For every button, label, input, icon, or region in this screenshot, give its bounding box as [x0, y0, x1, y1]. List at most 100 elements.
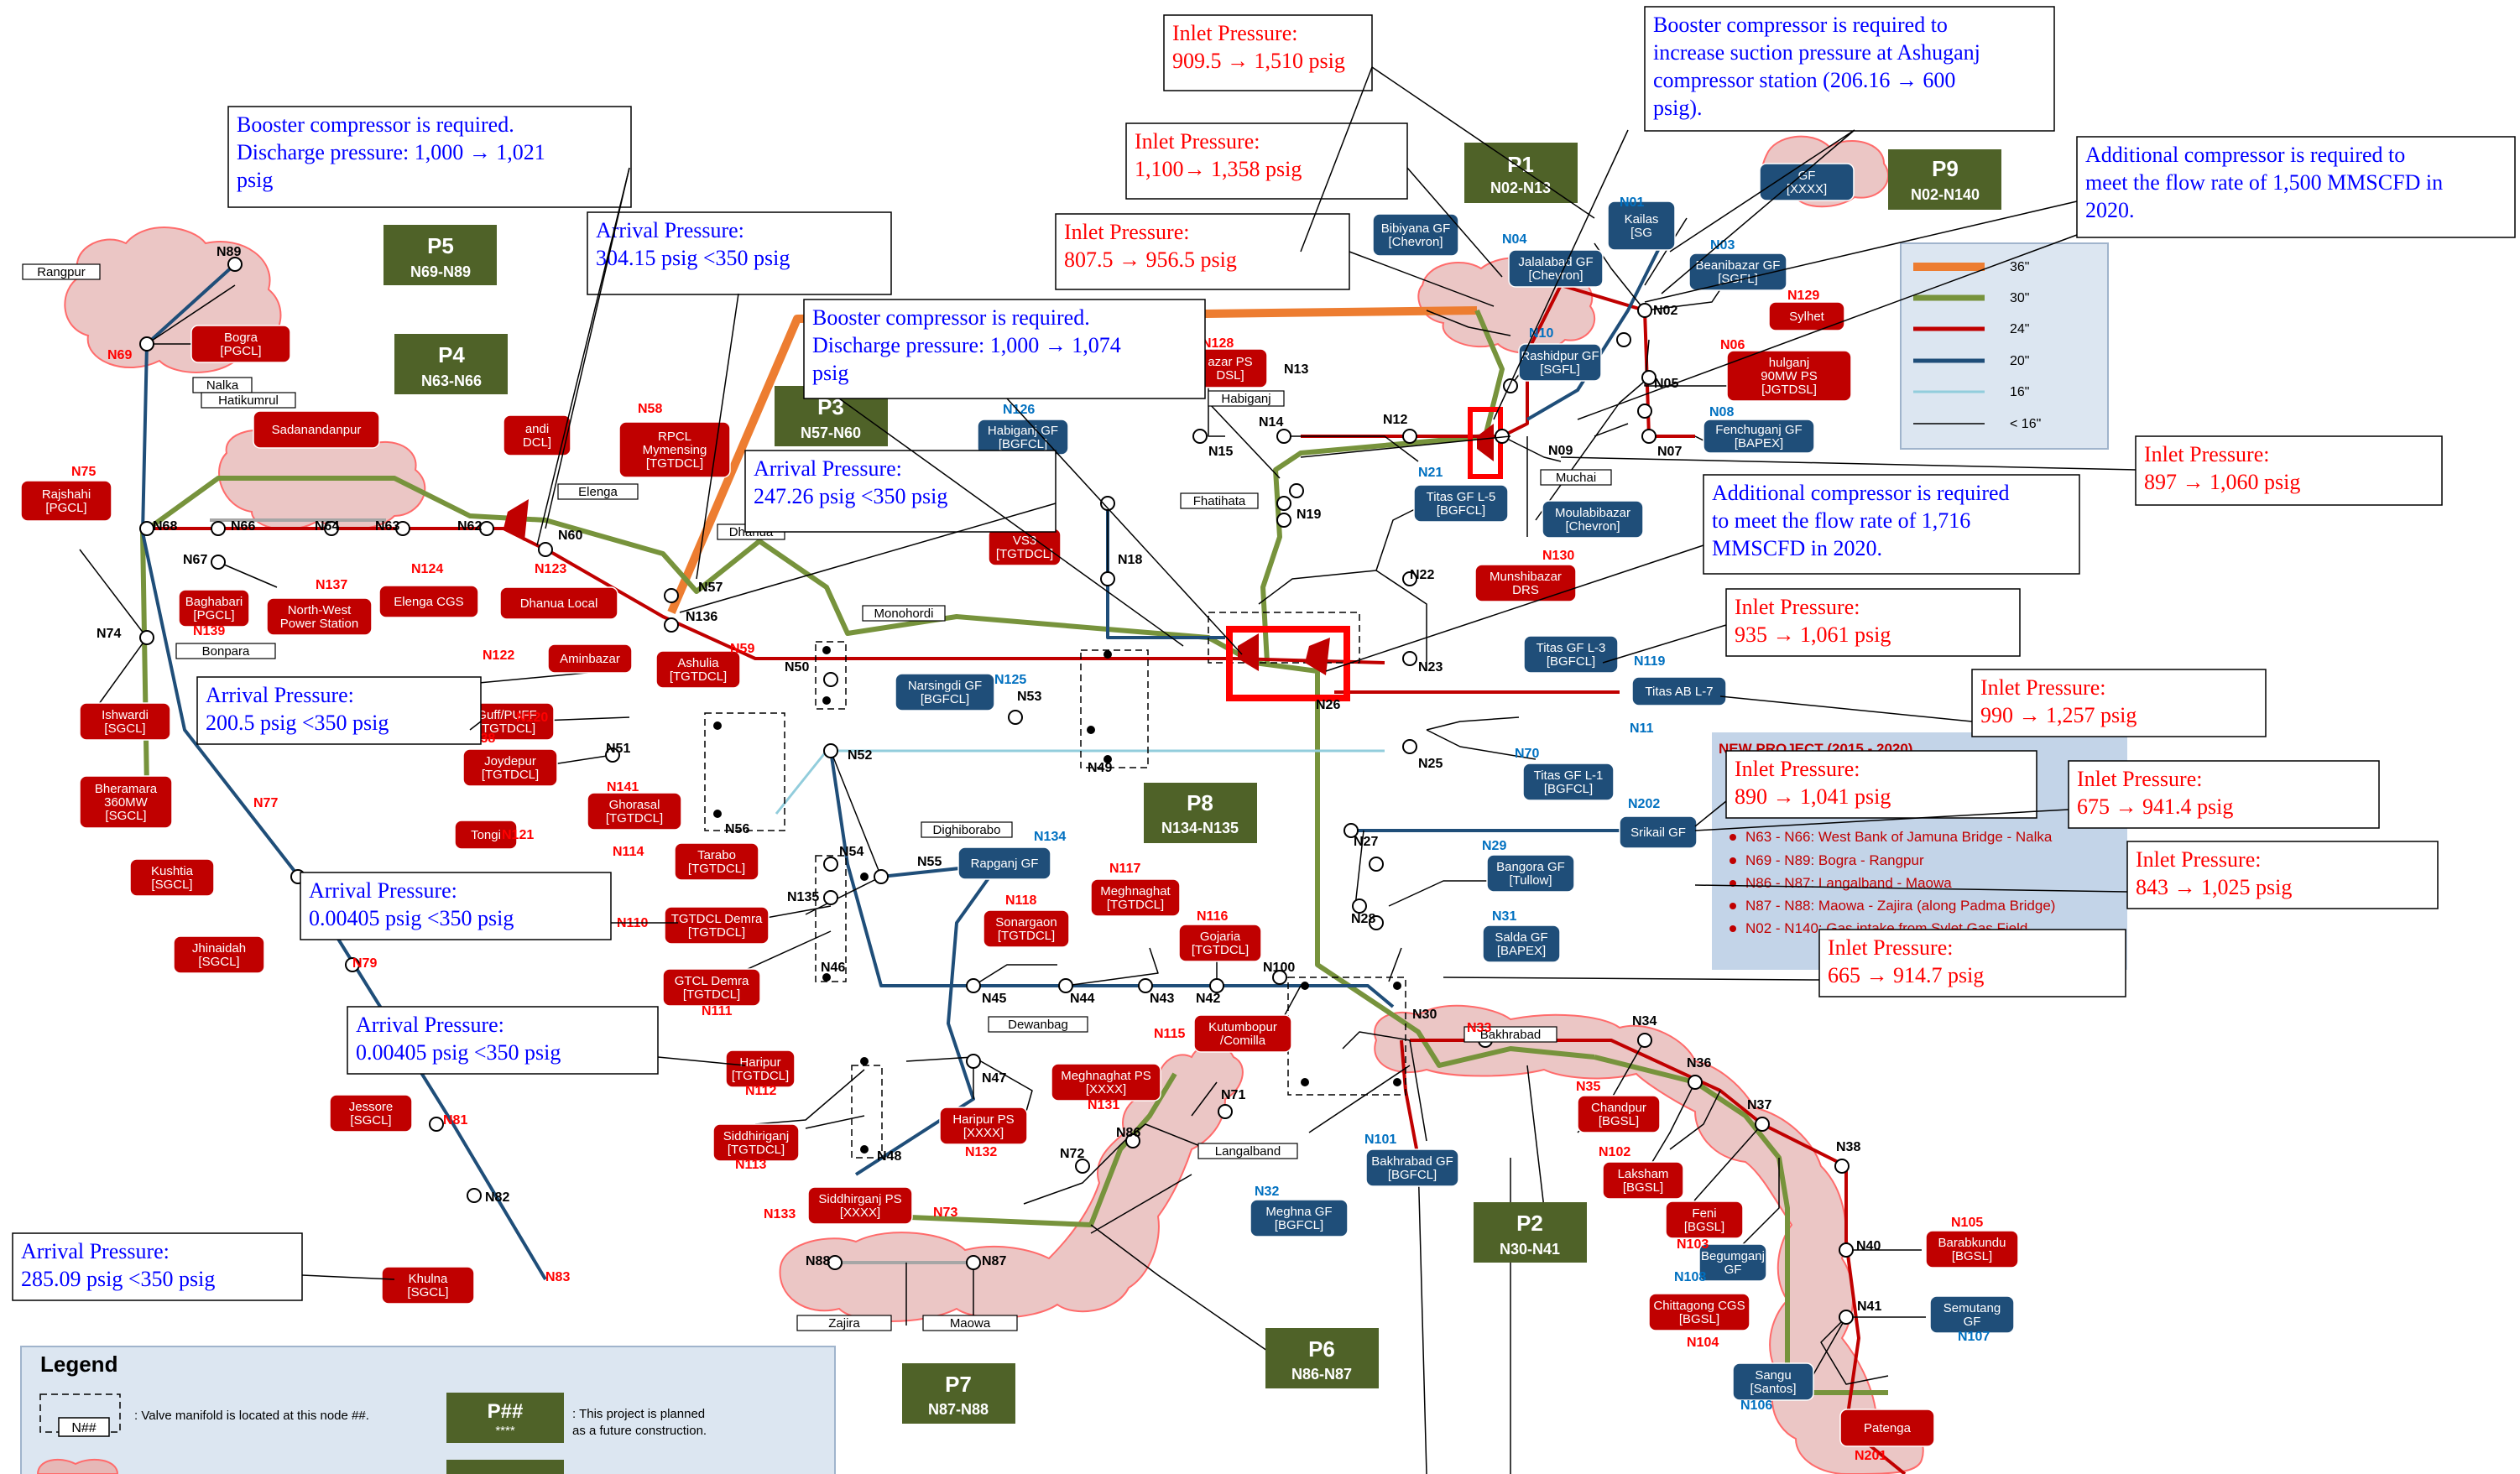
callout-line: Discharge pressure: 1,000 → 1,021	[237, 140, 545, 164]
facility-label: Chittagong CGS	[1653, 1299, 1745, 1313]
callout-line: 200.5 psig <350 psig	[206, 711, 389, 735]
facility-label: Chandpur	[1591, 1101, 1646, 1115]
node-label: N112	[745, 1084, 776, 1098]
facility-box: Habiganj GF[BGFCL]	[977, 419, 1069, 456]
project-id: P1	[1507, 152, 1534, 177]
place-label: Rangpur	[22, 263, 101, 280]
facility-label: RPCL	[658, 430, 691, 444]
callout-line: Inlet Pressure:	[2136, 847, 2261, 872]
facility-label: [BGFCL]	[1388, 1168, 1437, 1182]
facility-label: [TGTDCL]	[482, 768, 539, 782]
place-labels: RangpurNalkaHatikumrulElengaDhanuaBonpar…	[22, 263, 1612, 1331]
callout-box: Inlet Pressure:807.5 → 956.5 psig	[1055, 213, 1350, 290]
facility-label: [JGTDSL]	[1761, 383, 1817, 397]
callout-line: Arrival Pressure:	[596, 218, 744, 242]
new-project-item: N63 - N66: West Bank of Jamuna Bridge - …	[1745, 829, 2053, 845]
facility-label: Meghna GF	[1265, 1205, 1332, 1219]
facility-box: Titas GF L-3[BGFCL]	[1523, 635, 1619, 674]
facility-label: [XXXX]	[1086, 1082, 1126, 1096]
facility-label: [TGTDCL]	[996, 547, 1053, 561]
facility-label: Rashidpur GF	[1521, 349, 1599, 363]
node-label: N21	[1418, 466, 1443, 480]
node-label: N117	[1109, 862, 1140, 876]
project-id: P9	[1932, 156, 1959, 181]
facility-label: Siddhirganj PS	[818, 1192, 901, 1206]
node-label: N63	[375, 519, 399, 534]
node-label: N32	[1255, 1185, 1279, 1199]
svg-text:Hatikumrul: Hatikumrul	[218, 393, 279, 408]
svg-text:Muchai: Muchai	[1556, 471, 1596, 485]
facility-label: [TGTDCL]	[688, 925, 745, 940]
facility-label: VS3	[1013, 534, 1036, 548]
facility-label: Kushtia	[151, 864, 194, 878]
facility-label: [BGFCL]	[1544, 782, 1593, 796]
callout-box: Inlet Pressure:890 → 1,041 psig	[1725, 750, 2037, 819]
facility-label: Begumganj	[1701, 1249, 1765, 1263]
facility-box: Beanibazar GF[SGFL]	[1688, 253, 1787, 291]
legend-valve-text: : Valve manifold is located at this node…	[134, 1409, 369, 1423]
project-boxes: P1 N02-N13 P9 N02-N140 P5 N69-N89 P4 N63…	[383, 143, 2001, 1424]
node-label: N46	[821, 961, 845, 975]
callout-line: Inlet Pressure:	[1828, 935, 1953, 960]
facility-label: Moulabibazar	[1555, 506, 1630, 520]
legend-30: 30"	[2010, 291, 2029, 305]
callout-line: 909.5 → 1,510 psig	[1172, 49, 1345, 73]
facility-box: Patenga	[1839, 1409, 1935, 1447]
facility-label: Meghnaghat PS	[1061, 1069, 1151, 1083]
node-label: N101	[1364, 1133, 1396, 1147]
facility-box: Rajshahi[PGCL]	[20, 480, 112, 522]
callout-line: to meet the flow rate of 1,716	[1712, 508, 1970, 533]
node-label: N02	[1653, 304, 1677, 318]
node-label: N139	[193, 624, 225, 638]
pipe-20in-sylhet	[1526, 242, 1663, 421]
facility-label: [SGFL]	[1540, 362, 1580, 377]
facility-label: [Chevron]	[1388, 235, 1443, 249]
node-label: N100	[1263, 961, 1295, 975]
facility-label: [BGSL]	[1623, 1180, 1663, 1195]
facility-box: Gojaria[TGTDCL]	[1178, 924, 1262, 962]
node-label: N41	[1857, 1300, 1881, 1314]
place-label: Muchai	[1540, 469, 1612, 486]
callout-box: Inlet Pressure:935 → 1,061 psig	[1725, 588, 2021, 657]
callout-box: Inlet Pressure:675 → 941.4 psig	[2068, 760, 2380, 829]
facility-label: Siddhiriganj	[723, 1129, 789, 1143]
facility-label: Mymensing	[643, 443, 707, 457]
callout-box: Booster compressor is required.Discharge…	[227, 106, 632, 208]
callout-line: 285.09 psig <350 psig	[21, 1267, 215, 1291]
facility-label: Rapganj GF	[971, 857, 1039, 871]
node-label: N15	[1208, 445, 1233, 459]
node-label: N12	[1383, 413, 1407, 427]
place-label: Dewanbag	[988, 1016, 1088, 1033]
zone-bakhrabad-chittagong	[1374, 1004, 1924, 1474]
node-label: N115	[1154, 1027, 1185, 1041]
facility-box: Jalalabad GF[Chevron]	[1508, 249, 1604, 288]
place-label: Bakhrabad	[1463, 1026, 1557, 1043]
facility-label: Baghabari	[185, 595, 243, 609]
callout-line: 843 → 1,025 psig	[2136, 875, 2292, 899]
facility-box: Barabkundu[BGSL]	[1925, 1230, 2019, 1268]
facility-label: /Comilla	[1220, 1034, 1266, 1048]
facility-box: Bakhrabad GF[BGFCL]	[1365, 1148, 1459, 1187]
facility-label: [SGCL]	[104, 721, 145, 736]
facility-label: Habiganj GF	[988, 424, 1058, 438]
callout-line: 1,100→ 1,358 psig	[1135, 157, 1302, 181]
node-label: N44	[1070, 992, 1094, 1006]
node-label: N43	[1150, 992, 1174, 1006]
svg-text:Bakhrabad: Bakhrabad	[1480, 1028, 1542, 1042]
facility-label: Semutang	[1943, 1301, 2001, 1315]
place-label: Langalband	[1197, 1143, 1298, 1159]
node-label: N122	[483, 648, 514, 663]
facility-label: [TGTDCL]	[478, 721, 535, 736]
legend-project-text-line: : This project is planned	[572, 1407, 705, 1421]
callout-line: Arrival Pressure:	[309, 878, 457, 903]
node-label: N53	[1017, 690, 1041, 704]
facility-box: Fenchuganj GF[BAPEX]	[1703, 419, 1815, 454]
node-label: N54	[839, 845, 863, 859]
project-p9: P9 N02-N140	[1888, 149, 2001, 210]
